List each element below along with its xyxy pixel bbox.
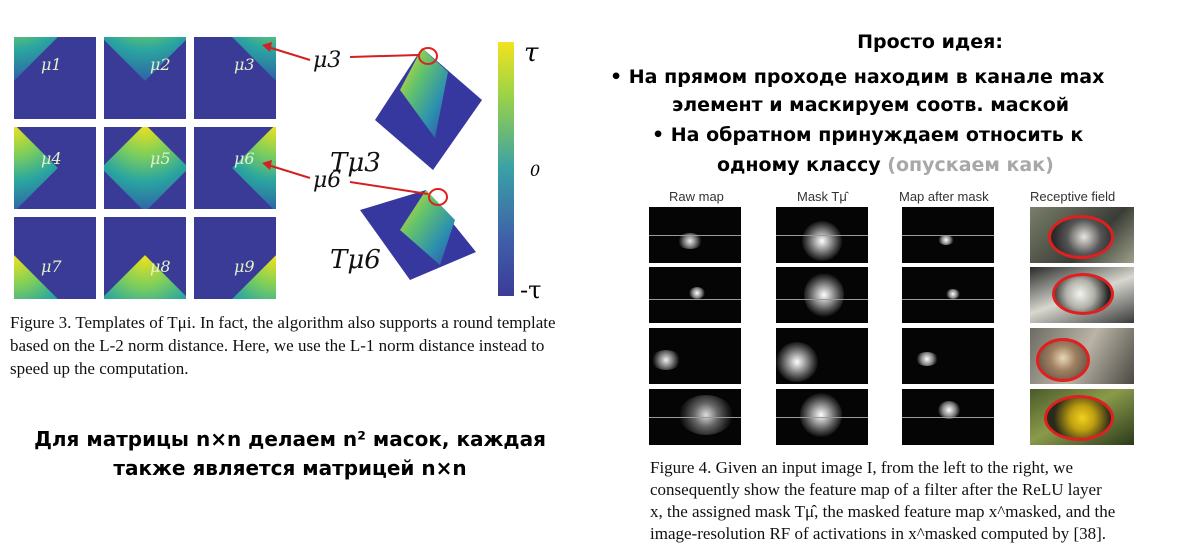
bullet-dot: • xyxy=(610,66,623,88)
masked-map-panel xyxy=(902,207,994,263)
idea-title: Просто идея: xyxy=(857,31,1003,53)
arrow xyxy=(267,164,311,179)
template-surface-plots xyxy=(262,42,482,280)
masked-map-panel xyxy=(902,389,994,445)
figure4-caption-line-3: x, the assigned mask Tμ̂, the masked fea… xyxy=(650,502,1116,521)
bullet-2-text: одному классу xyxy=(717,154,881,176)
receptive-field-image xyxy=(1030,328,1134,384)
colorbar-bottom-label: -τ xyxy=(520,276,542,304)
masked-map-panel xyxy=(902,328,994,384)
template-tile: μ1 xyxy=(14,37,96,119)
figure3-caption: Figure 3. Templates of Tμi. In fact, the… xyxy=(10,313,556,378)
mu6-callout: μ6 xyxy=(313,168,342,193)
bullet-2-gray: (опускаем как) xyxy=(887,154,1054,176)
template-label: μ7 xyxy=(41,257,62,276)
raw-map-panel xyxy=(649,267,741,323)
template-tile: μ9 xyxy=(194,217,276,299)
arrow xyxy=(267,46,311,61)
figure4-caption-line-2: consequently show the feature map of a f… xyxy=(650,480,1102,499)
template-label: μ8 xyxy=(150,257,171,276)
template-tile: μ8 xyxy=(104,217,186,299)
template-label: μ2 xyxy=(150,55,171,74)
template-label: μ3 xyxy=(234,55,255,74)
template-label: μ4 xyxy=(41,149,62,168)
arrow xyxy=(349,54,419,58)
peak-circle xyxy=(418,47,438,65)
bullet-2-line-2: одному классу (опускаем как) xyxy=(717,154,1054,176)
template-label: μ5 xyxy=(150,149,171,168)
mu3-callout: μ3 xyxy=(313,48,342,73)
mask-panel xyxy=(776,267,868,323)
template-label: μ6 xyxy=(234,149,255,168)
colorbar-top-label: τ xyxy=(524,38,539,68)
col-header-mask: Mask Tμ̂ xyxy=(797,189,847,204)
receptive-field-image xyxy=(1030,207,1134,263)
col-header-raw-map: Raw map xyxy=(669,189,724,204)
figure4-caption-line-4: image-resolution RF of activations in x^… xyxy=(650,524,1107,543)
arrow xyxy=(349,181,429,195)
template-tile: μ5 xyxy=(104,127,186,209)
bullet-1-line-1: На прямом проходе находим в канале max xyxy=(628,66,1105,88)
raw-map-panel xyxy=(649,389,741,445)
colorbar xyxy=(498,42,514,296)
note-line-2: также является матрицей n×n xyxy=(113,456,467,480)
note-line-1: Для матрицы n×n делаем n² масок, каждая xyxy=(34,427,546,451)
template-tile: μ4 xyxy=(14,127,96,209)
bullet-2-line-1: На обратном принуждаем относить к xyxy=(670,124,1084,146)
bullet-2: • На обратном принуждаем относить к xyxy=(652,124,1083,146)
mask-panel xyxy=(776,389,868,445)
t-mu3-label: Tμ3 xyxy=(330,148,381,178)
bullet-dot: • xyxy=(652,124,665,146)
template-tile: μ6 xyxy=(194,127,276,209)
raw-map-panel xyxy=(649,207,741,263)
colorbar-mid-label: 0 xyxy=(530,161,541,180)
template-tile: μ3 xyxy=(194,37,276,119)
surface-peak xyxy=(400,48,448,138)
template-label: μ9 xyxy=(234,257,255,276)
arrow-head xyxy=(262,42,272,52)
surface-peak xyxy=(400,190,455,265)
template-tile: μ2 xyxy=(104,37,186,119)
masked-map-panel xyxy=(902,267,994,323)
template-label: μ1 xyxy=(41,55,62,74)
t-mu6-label: Tμ6 xyxy=(330,245,381,275)
figure4-caption-line-1: Figure 4. Given an input image I, from t… xyxy=(650,458,1074,477)
receptive-field-image xyxy=(1030,389,1134,445)
col-header-map-after-mask: Map after mask xyxy=(899,189,989,204)
bullet-1: • На прямом проходе находим в канале max xyxy=(610,66,1104,88)
mask-panel xyxy=(776,328,868,384)
mask-panel xyxy=(776,207,868,263)
arrow-head xyxy=(262,160,272,170)
raw-map-panel xyxy=(649,328,741,384)
col-header-receptive-field: Receptive field xyxy=(1030,189,1116,204)
bullet-1-line-2: элемент и маскируем соотв. маской xyxy=(672,94,1070,116)
receptive-field-image xyxy=(1030,267,1134,323)
template-tile: μ7 xyxy=(14,217,96,299)
peak-circle xyxy=(428,188,448,206)
